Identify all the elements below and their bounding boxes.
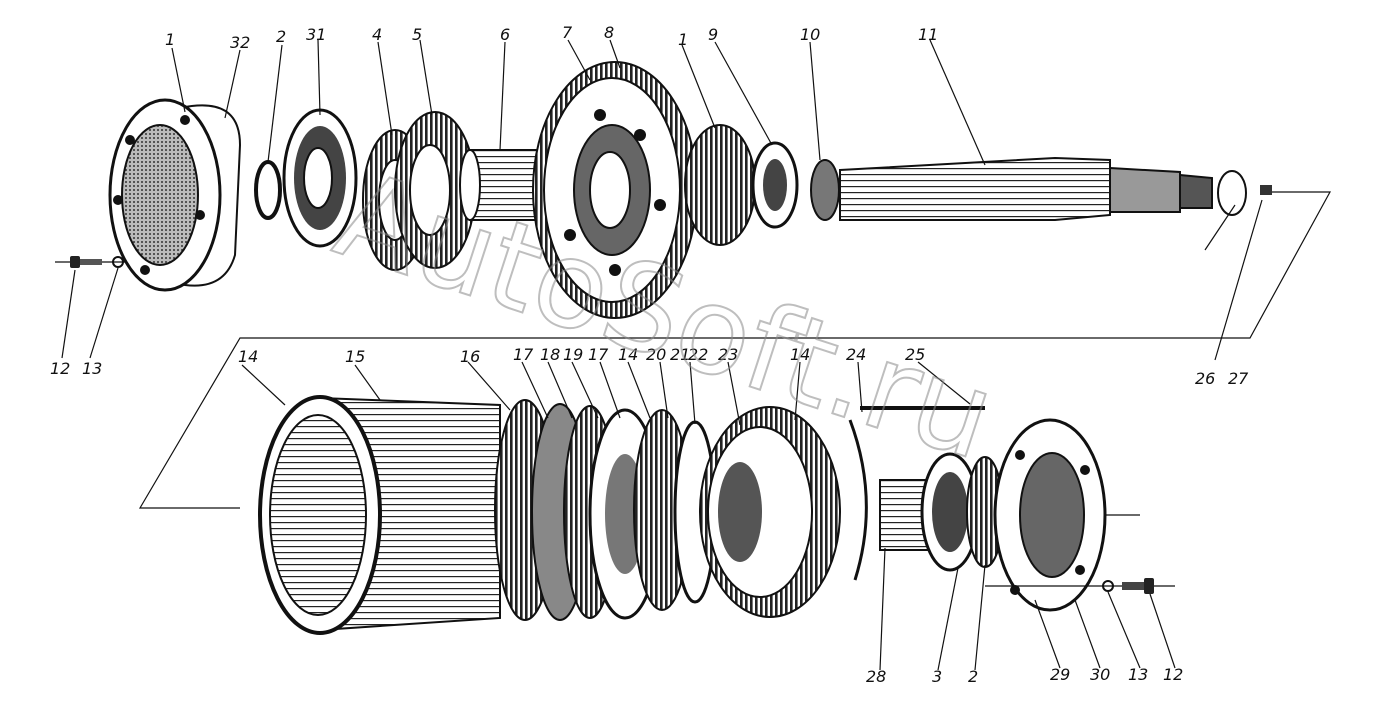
washer-13-bottom [1102,580,1114,592]
plates-20-22 [633,409,717,611]
ring-10 [810,159,840,221]
label-1: 1 [165,30,175,49]
label-14-c: 14 [790,345,810,364]
hub-9 [684,124,799,246]
label-17-b: 17 [588,345,609,364]
label-29: 29 [1050,665,1070,684]
bottom-clutch-assembly [258,395,1175,635]
label-12-top: 12 [50,359,70,378]
label-22: 22 [688,345,708,364]
label-14-a: 14 [238,347,258,366]
axis-connector [138,191,1332,509]
label-9: 9 [708,25,718,44]
hub-28 [879,452,980,572]
pin-27 [1260,185,1272,195]
top-shaft-assembly [55,61,1332,509]
label-30: 30 [1090,665,1110,684]
label-13-bottom: 13 [1128,665,1148,684]
cover-29-30 [993,418,1107,612]
label-2-top: 2 [276,27,286,46]
label-25: 25 [905,345,925,364]
snap-ring-24 [848,419,868,581]
gear-5 [394,111,476,269]
label-15: 15 [345,347,365,366]
label-27: 27 [1228,369,1249,388]
label-24: 24 [846,345,866,364]
label-13-top: 13 [82,359,102,378]
washer-13-top [112,256,124,268]
label-10: 10 [800,25,820,44]
label-14-b: 14 [618,345,638,364]
gear-8-large [532,61,698,319]
part-labels: 1 32 2 31 4 5 6 7 8 1 9 10 11 12 13 26 2… [50,23,1249,686]
label-17-a: 17 [513,345,534,364]
label-26-top: 26 [1195,369,1215,388]
ring-26 [1217,170,1247,216]
label-16: 16 [460,347,480,366]
label-32: 32 [230,33,250,52]
label-7: 7 [562,23,573,42]
ring-gear-23 [699,406,841,618]
bolt-12-top [70,256,102,268]
bolt-12-bottom [1122,578,1154,594]
label-11: 11 [918,25,938,44]
drum-15 [258,395,501,635]
label-3: 3 [932,667,942,686]
label-18: 18 [540,345,560,364]
label-21: 21 [670,345,690,364]
main-shaft-11 [839,156,1213,221]
label-23: 23 [718,345,738,364]
label-19: 19 [563,345,583,364]
label-31: 31 [306,25,326,44]
label-12-bottom: 12 [1163,665,1183,684]
label-6: 6 [500,25,510,44]
label-28: 28 [866,667,886,686]
label-4: 4 [372,25,382,44]
label-1-second: 1 [678,30,688,49]
ring-2-top [254,160,282,220]
leader-lines [61,39,1176,671]
label-20: 20 [646,345,666,364]
label-8: 8 [604,23,614,42]
cover-1 [108,98,242,292]
bearing-31 [282,108,358,248]
label-5: 5 [412,25,422,44]
label-2-bottom: 2 [968,667,978,686]
